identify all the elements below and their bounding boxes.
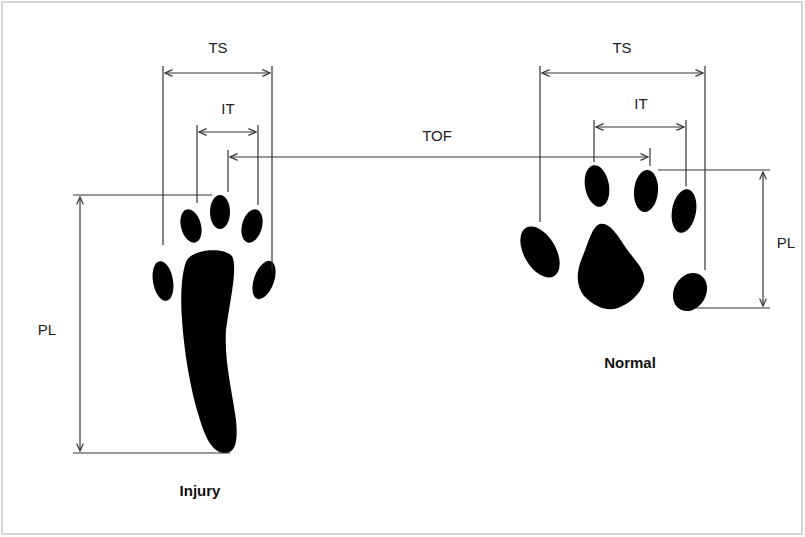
dimension-label: PL [777,235,795,250]
dimension-label: IT [221,101,234,116]
dimension-label: PL [38,322,56,337]
paw-caption: Normal [604,355,656,370]
dimension-lines [73,66,770,453]
dimension-label: TS [208,40,227,55]
dimension-label: TS [612,40,631,55]
normal-paw [512,163,714,317]
dimension-label: IT [634,96,647,111]
injury-paw [150,195,281,453]
paw-caption: Injury [180,483,221,498]
dimension-label: TOF [422,128,452,143]
